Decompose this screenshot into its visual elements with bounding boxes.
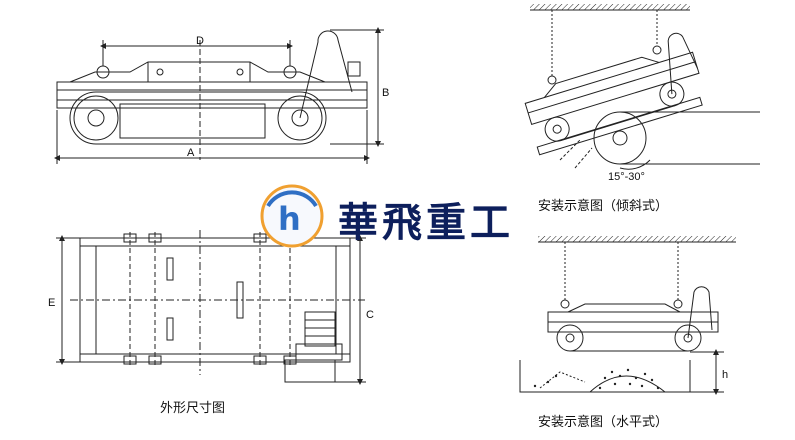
angle-label: 15°-30°	[608, 171, 645, 183]
company-name: 華飛重工	[338, 199, 514, 246]
mounting-slot	[166, 257, 174, 281]
dim-label-d: D	[196, 35, 204, 47]
bearing	[123, 355, 137, 365]
separator-body	[524, 51, 700, 126]
ceiling-hatch	[538, 236, 736, 242]
pulley-hub	[565, 333, 575, 343]
drive-housing	[667, 32, 698, 95]
caption-outline-dimensions: 外形尺寸图	[160, 401, 225, 416]
pulley-hub	[667, 89, 677, 99]
hook	[652, 45, 662, 55]
caption-horizontal-install: 安装示意图（水平式）	[538, 414, 668, 430]
head-drum	[593, 111, 647, 165]
inclined-installation-view	[524, 4, 760, 170]
bearing	[253, 355, 267, 365]
dim-label-b: B	[382, 87, 389, 99]
logo-arc	[266, 190, 318, 208]
bearing	[253, 233, 267, 243]
discharge-trail	[574, 147, 593, 169]
bearing	[123, 233, 137, 243]
material-particles	[533, 368, 660, 390]
horizontal-installation-view	[519, 236, 736, 395]
frame-rail-top	[56, 81, 368, 109]
bearing	[148, 233, 162, 243]
dim-label-e: E	[48, 297, 55, 309]
motor-box	[347, 61, 361, 77]
drive-housing	[687, 286, 713, 339]
angle-arc	[619, 159, 651, 170]
feed-chute	[536, 96, 703, 156]
logo-letter: h	[278, 200, 301, 238]
conveyor-trough	[519, 360, 691, 393]
dim-label-a: A	[187, 147, 195, 159]
separator-frame	[567, 303, 681, 313]
motor	[304, 311, 336, 347]
bearing	[148, 355, 162, 365]
pulley	[544, 116, 570, 142]
dim-label-h: h	[722, 369, 728, 381]
pulley	[556, 324, 584, 352]
pulley-hub	[683, 333, 693, 343]
plan-view	[56, 230, 366, 385]
body-line	[527, 61, 696, 114]
pulley-hub	[291, 109, 309, 127]
pulley-right	[277, 95, 323, 141]
conveyor-belt	[69, 91, 327, 145]
bolt	[236, 68, 244, 76]
ceiling-hatch	[530, 4, 690, 10]
hook	[560, 299, 570, 309]
discharge-trail	[539, 371, 586, 389]
hook	[547, 75, 557, 85]
mounting-slot	[236, 281, 244, 319]
material-pile	[589, 375, 666, 393]
dim-label-c: C	[366, 309, 374, 321]
magnet-body	[119, 103, 266, 139]
separator-frame	[543, 56, 660, 98]
caption-inclined-install: 安装示意图（倾斜式）	[538, 198, 668, 214]
mounting-slot	[166, 317, 174, 341]
drive-housing	[299, 30, 353, 119]
lifting-frame	[69, 61, 326, 83]
company-logo: h	[260, 184, 324, 248]
drive-base	[284, 359, 336, 383]
pulley-left	[73, 95, 119, 141]
side-elevation-view	[54, 27, 384, 164]
pulley-hub	[552, 124, 562, 134]
hook	[673, 299, 683, 309]
logo-ring	[260, 184, 324, 248]
pulley-hub	[87, 109, 105, 127]
bolt	[156, 68, 164, 76]
head-drum-hub	[612, 130, 628, 146]
belt-line	[560, 105, 676, 142]
